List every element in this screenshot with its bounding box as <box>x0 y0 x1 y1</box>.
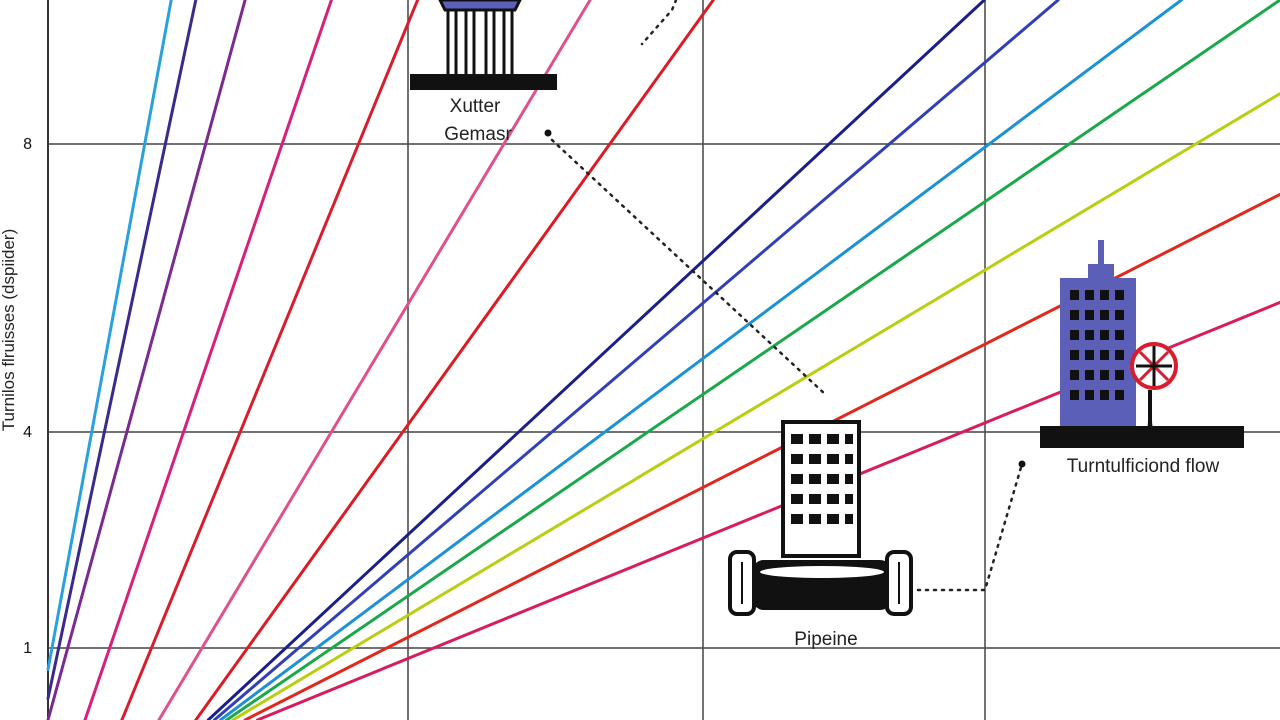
pipeline-label: Pipeine <box>794 629 857 650</box>
y-tick-label: 4 <box>23 424 32 441</box>
valve-icon <box>1130 342 1178 438</box>
series-line <box>120 0 420 720</box>
tower-structure-icon <box>410 0 557 90</box>
y-tick-label: 8 <box>23 136 32 153</box>
tower-label-line1: Xutter <box>450 96 501 117</box>
y-axis-label: Turnilos flruisses (dspiider) <box>0 229 18 431</box>
callout-connector-top <box>640 0 678 46</box>
series-line <box>194 0 715 720</box>
office-tower-icon <box>1040 240 1244 448</box>
series-line <box>225 0 1280 720</box>
series-line <box>212 0 1060 720</box>
series-line <box>206 0 986 720</box>
tower-label-line2: Gemasr <box>444 124 512 145</box>
y-axis-ticks: 1 4 8 <box>23 136 32 657</box>
series-lines <box>46 0 1280 720</box>
flow-label: Turntulficiond flow <box>1067 456 1220 477</box>
series-line <box>219 0 1183 720</box>
series-line <box>83 0 333 720</box>
series-line <box>46 0 173 672</box>
series-line <box>46 0 247 720</box>
pipeline-icon <box>728 550 913 616</box>
series-line <box>231 92 1280 720</box>
series-line <box>46 0 198 700</box>
pipeline-connector <box>916 462 1024 592</box>
pipeline-connector-dot <box>1018 460 1026 468</box>
building-icon <box>781 420 861 558</box>
callout-connector <box>550 138 828 397</box>
callout-dot <box>544 129 552 137</box>
series-line <box>157 0 592 720</box>
y-tick-label: 1 <box>23 640 32 657</box>
